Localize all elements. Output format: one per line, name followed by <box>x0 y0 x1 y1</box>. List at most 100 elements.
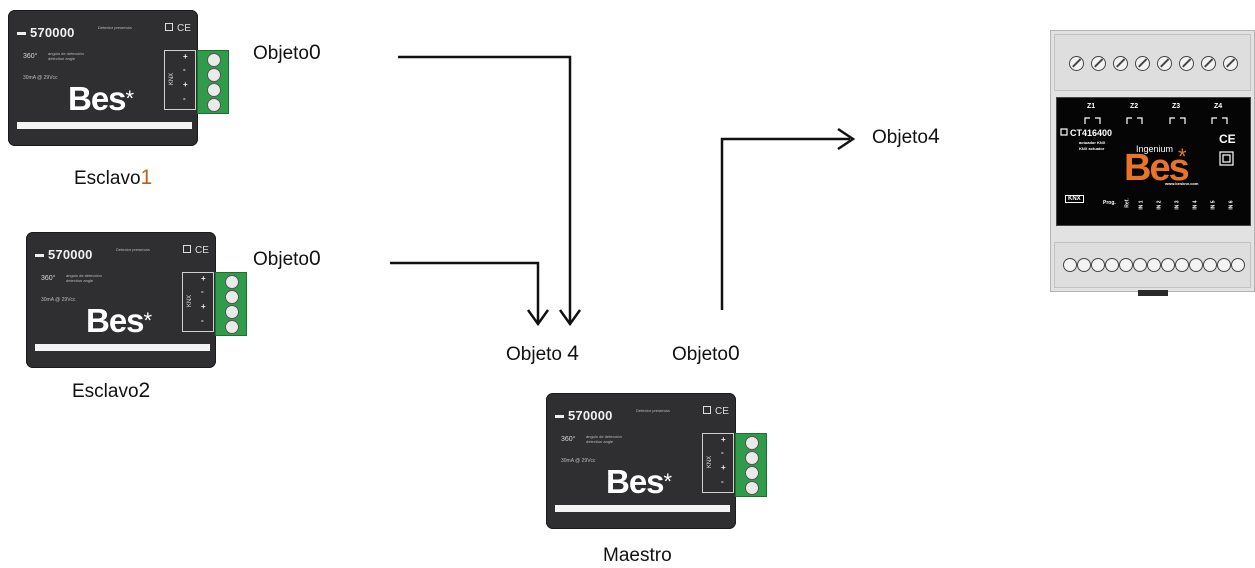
terminal-connector <box>735 433 767 497</box>
actuator-knx: KNX <box>1065 195 1084 203</box>
master-name: Maestro <box>603 545 672 566</box>
actuator-ce: CE <box>1219 132 1236 146</box>
sensor-model-caption: Detector presencia <box>116 247 150 252</box>
sensor-spec: 30mA @ 29Vcc <box>41 297 76 303</box>
terminal-box <box>164 50 196 110</box>
slave2-name: Esclavo2 <box>72 379 151 402</box>
terminal-sign: + <box>183 80 188 89</box>
terminal-sign: - <box>721 448 724 457</box>
screw-icon <box>207 53 221 67</box>
sensor-angle: 360° <box>561 436 576 443</box>
master-input-object-label: Objeto 4 <box>506 342 579 365</box>
terminal-screw-icon <box>1203 258 1217 272</box>
actuator-model: CT416400 <box>1070 128 1113 138</box>
terminal-screw-icon <box>1119 258 1133 272</box>
screw-icon <box>225 290 239 304</box>
sensor-model: 570000 <box>17 25 75 40</box>
slave2-object-label: Objeto0 <box>253 247 321 270</box>
screw-icon <box>745 436 759 450</box>
knx-actuator: Z1 Z2 Z3 Z4 CT416400 actuador KNX KNX ac… <box>1050 30 1255 300</box>
din-rail-clip <box>1138 290 1168 296</box>
terminal-sign: - <box>721 477 724 486</box>
actuator-desc-en: KNX actuator <box>1079 146 1105 151</box>
master-output-object-label: Objeto0 <box>672 342 740 365</box>
terminal-screw-icon <box>1091 258 1105 272</box>
slave1-object-label: Objeto0 <box>253 41 321 64</box>
sensor-slave-2: 570000 Detector presencia CE 360° ángulo… <box>26 232 248 370</box>
terminal-sign: + <box>183 52 188 61</box>
ce-mark: CE <box>165 23 191 34</box>
sensor-spec: 30mA @ 29Vcc <box>23 75 58 81</box>
ce-mark: CE <box>183 245 209 256</box>
sensor-slave-1: 570000 Detector presencia CE 360° ángulo… <box>8 10 230 148</box>
sensor-master: 570000 Detector presencia CE 360° ángulo… <box>546 393 768 531</box>
terminal-box <box>182 272 214 332</box>
terminal-sign: - <box>201 316 204 325</box>
sensor-angle-caption: ángulo de detección detection angle <box>48 51 84 61</box>
sensor-label-strip <box>555 505 730 512</box>
actuator-brand: Bes <box>1124 147 1190 189</box>
terminal-sign: + <box>201 302 206 311</box>
sensor-label-strip <box>17 122 192 129</box>
terminal-screw-icon <box>1077 258 1091 272</box>
arrow-slave2-to-master <box>390 261 540 322</box>
terminal-screw-icon <box>1217 258 1231 272</box>
slave1-name: Esclavo1 <box>74 166 153 189</box>
sensor-brand: Bes* <box>68 80 134 117</box>
screw-icon <box>745 451 759 465</box>
terminal-connector <box>197 50 229 114</box>
terminal-screw-icon <box>1091 56 1106 71</box>
actuator-front-panel: Z1 Z2 Z3 Z4 CT416400 actuador KNX KNX ac… <box>1056 97 1251 226</box>
terminal-screw-icon <box>1179 56 1194 71</box>
sensor-model: 570000 <box>555 408 613 423</box>
terminal-box <box>702 433 734 493</box>
terminal-sign: - <box>201 287 204 296</box>
terminal-screw-icon <box>1069 56 1084 71</box>
arrow-master-to-actuator <box>720 137 850 310</box>
terminal-screw-icon <box>1147 258 1161 272</box>
screw-icon <box>207 68 221 82</box>
arrow-slave1-to-master <box>398 55 572 322</box>
terminal-screw-icon <box>1135 56 1150 71</box>
screw-icon <box>207 98 221 112</box>
terminal-screw-icon <box>1063 258 1077 272</box>
relay-symbols-icon <box>1060 117 1234 166</box>
terminal-screw-icon <box>1161 258 1175 272</box>
sensor-angle: 360° <box>23 53 38 60</box>
actuator-brand-line: Ingenium <box>1136 144 1174 154</box>
zone-label: Z1 <box>1087 103 1096 110</box>
sensor-brand: Bes* <box>86 302 152 339</box>
terminal-screw-icon <box>1157 56 1172 71</box>
terminal-sign: - <box>183 65 186 74</box>
screw-icon <box>225 320 239 334</box>
screw-icon <box>225 275 239 289</box>
terminal-screw-icon <box>1105 258 1119 272</box>
actuator-top-terminals <box>1054 34 1251 91</box>
terminal-screw-icon <box>1133 258 1147 272</box>
zone-label: Z3 <box>1172 103 1181 110</box>
sensor-model: 570000 <box>35 247 93 262</box>
terminal-screw-icon <box>1223 56 1238 71</box>
actuator-bottom-terminals <box>1054 242 1251 288</box>
terminal-screw-icon <box>1231 258 1245 272</box>
terminal-screw-icon <box>1175 258 1189 272</box>
sensor-angle: 360° <box>41 275 56 282</box>
actuator-brand-star: * <box>1178 144 1187 169</box>
screw-icon <box>225 305 239 319</box>
sensor-model-caption: Detector presencia <box>636 408 670 413</box>
zone-label: Z4 <box>1214 103 1223 110</box>
actuator-prog: Prog. <box>1103 200 1116 206</box>
terminal-screw-icon <box>1201 56 1216 71</box>
sensor-angle-caption: ángulo de detección detection angle <box>66 273 102 283</box>
terminal-connector <box>215 272 247 336</box>
screw-icon <box>207 83 221 97</box>
sensor-model-caption: Detector presencia <box>98 25 132 30</box>
terminal-sign: - <box>183 94 186 103</box>
sensor-spec: 30mA @ 29Vcc <box>561 458 596 464</box>
actuator-desc-es: actuador KNX <box>1079 140 1106 145</box>
sensor-label-strip <box>35 344 210 351</box>
terminal-screw-icon <box>1189 258 1203 272</box>
terminal-screw-icon <box>1113 56 1128 71</box>
actuator-object-label: Objeto4 <box>872 125 940 148</box>
